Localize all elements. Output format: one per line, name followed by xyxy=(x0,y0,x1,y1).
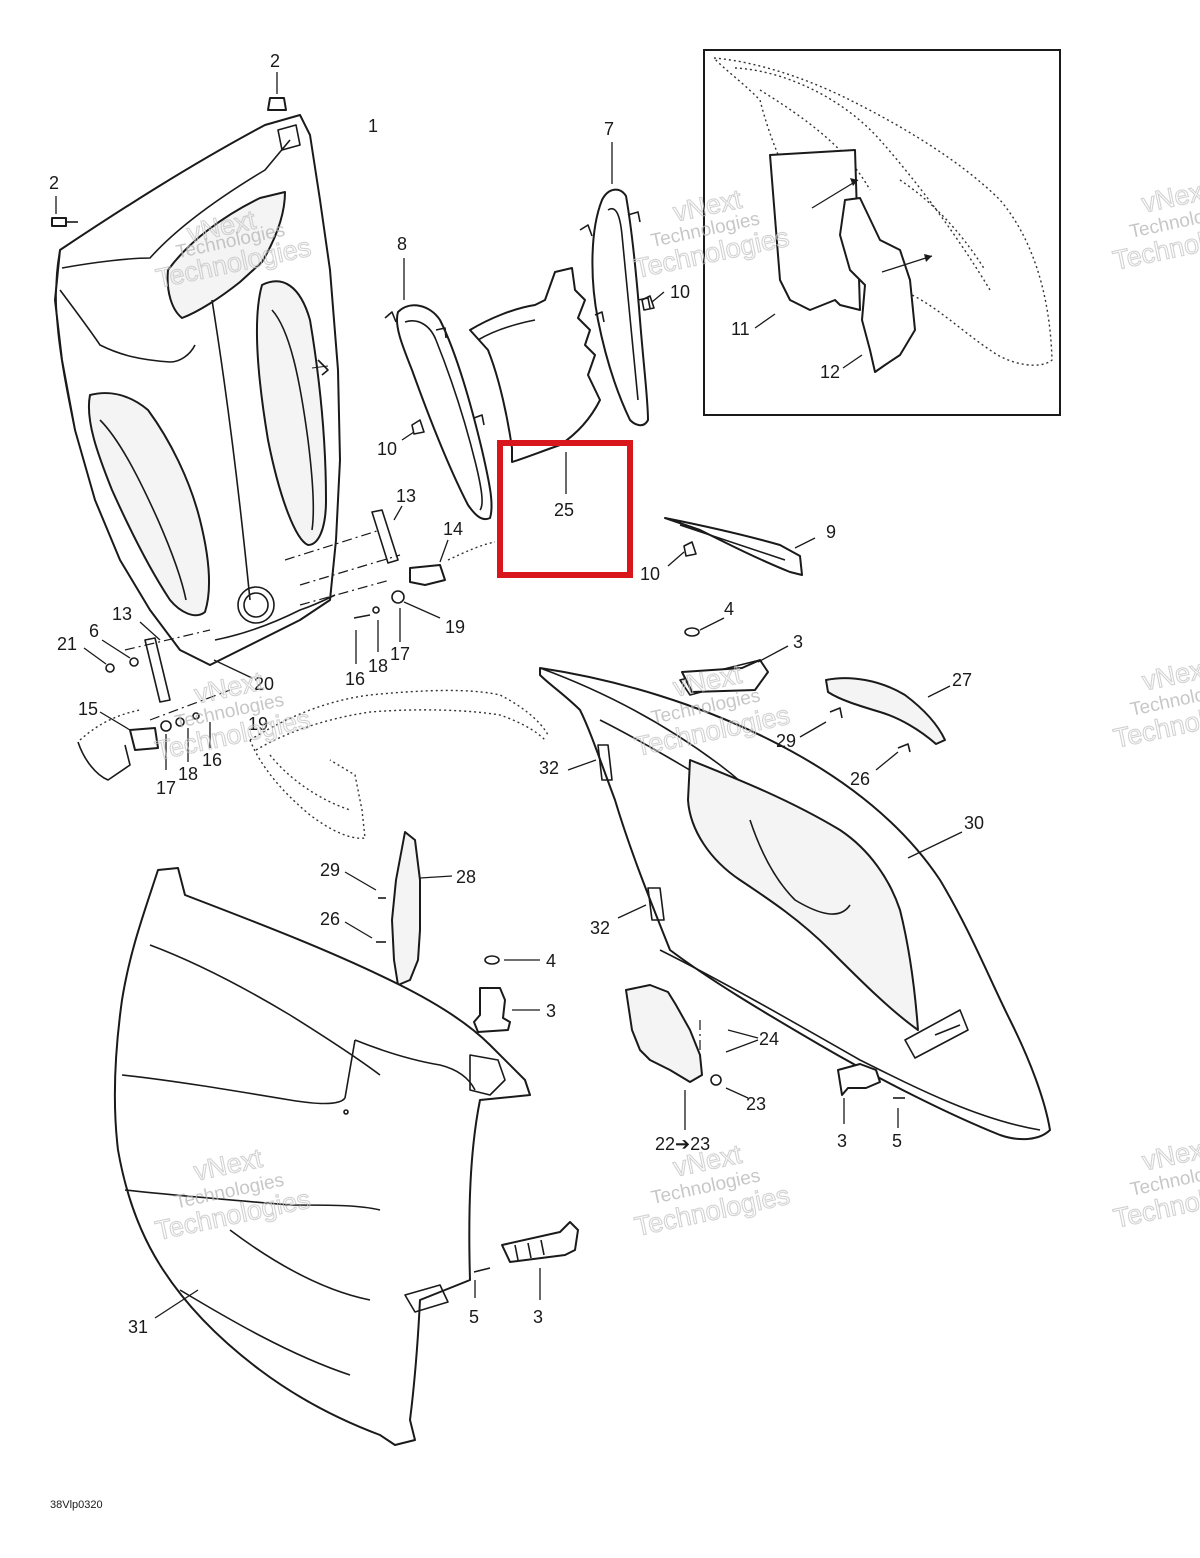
callout-16-lower: 16 xyxy=(202,750,222,770)
part-8-frame xyxy=(384,258,493,521)
callout-9: 9 xyxy=(826,522,836,542)
callout-17-lower: 17 xyxy=(156,778,176,798)
part-30-side-panel xyxy=(539,659,1051,1141)
callout-10-right: 10 xyxy=(670,282,690,302)
callout-29-right: 29 xyxy=(776,731,796,751)
part-22-24-assembly xyxy=(625,984,759,1130)
callout-32-upper: 32 xyxy=(539,758,559,778)
callout-21: 21 xyxy=(57,634,77,654)
part-3-5-clips-lower xyxy=(473,1063,905,1300)
callout-31: 31 xyxy=(128,1317,148,1337)
callout-20: 20 xyxy=(254,674,274,694)
callout-3-lower: 3 xyxy=(533,1307,543,1327)
part-3-4-clips-mid xyxy=(473,955,540,1033)
callout-25: 25 xyxy=(554,500,574,520)
callout-30: 30 xyxy=(964,813,984,833)
callout-13-upper: 13 xyxy=(396,486,416,506)
callout-12: 12 xyxy=(820,362,840,382)
callout-18-lower: 18 xyxy=(178,764,198,784)
part-27-trim xyxy=(799,677,951,771)
part-1-upper-hood xyxy=(54,114,341,666)
callout-26-left: 26 xyxy=(320,909,340,929)
callout-23: 23 xyxy=(746,1094,766,1114)
part-12-panel xyxy=(839,197,916,373)
callout-29-left: 29 xyxy=(320,860,340,880)
callout-24: 24 xyxy=(759,1029,779,1049)
part-10-clips xyxy=(401,291,697,567)
bracket-assembly-upper xyxy=(284,505,496,664)
callout-7: 7 xyxy=(604,119,614,139)
callout-3-mid: 3 xyxy=(546,1001,556,1021)
part-28-trim xyxy=(344,831,453,986)
callout-6: 6 xyxy=(89,621,99,641)
callout-16-upper: 16 xyxy=(345,669,365,689)
callout-3-right: 3 xyxy=(837,1131,847,1151)
callout-15: 15 xyxy=(78,699,98,719)
drawing-code: 38Vlp0320 xyxy=(50,1499,103,1511)
inset-detail: 11 12 xyxy=(703,49,1061,416)
callouts: 1 2 2 7 8 10 10 25 9 10 13 14 19 16 18 1… xyxy=(49,51,984,1337)
callout-3-upper: 3 xyxy=(793,632,803,652)
callout-27: 27 xyxy=(952,670,972,690)
callout-2-left: 2 xyxy=(49,173,59,193)
callout-32-lower: 32 xyxy=(590,918,610,938)
callout-4-upper: 4 xyxy=(724,599,734,619)
callout-26-right: 26 xyxy=(850,769,870,789)
callout-4-mid: 4 xyxy=(546,951,556,971)
callout-5-lower: 5 xyxy=(469,1307,479,1327)
part-3-4-clips-upper xyxy=(681,617,789,693)
callout-5-right: 5 xyxy=(892,1131,902,1151)
part-2-fasteners xyxy=(51,72,287,227)
part-25-panel xyxy=(469,267,601,463)
callout-19-lower: 19 xyxy=(248,714,268,734)
highlight-box xyxy=(497,440,633,578)
part-31-lower-panel xyxy=(113,867,531,1446)
callout-14: 14 xyxy=(443,519,463,539)
nose-trim-dotted xyxy=(249,689,549,839)
callout-19-upper: 19 xyxy=(445,617,465,637)
callout-10-lower: 10 xyxy=(640,564,660,584)
callout-2-top: 2 xyxy=(270,51,280,71)
callout-17-upper: 17 xyxy=(390,644,410,664)
bracket-assembly-lower xyxy=(77,621,253,781)
callout-13-lower: 13 xyxy=(112,604,132,624)
callout-8: 8 xyxy=(397,234,407,254)
callout-22-23: 22➔23 xyxy=(655,1134,710,1154)
callout-10-left: 10 xyxy=(377,439,397,459)
part-9-trim xyxy=(664,517,816,576)
callout-11: 11 xyxy=(731,319,750,339)
callout-18-upper: 18 xyxy=(368,656,388,676)
part-7-frame xyxy=(579,142,651,427)
callout-1: 1 xyxy=(368,116,378,136)
callout-28: 28 xyxy=(456,867,476,887)
